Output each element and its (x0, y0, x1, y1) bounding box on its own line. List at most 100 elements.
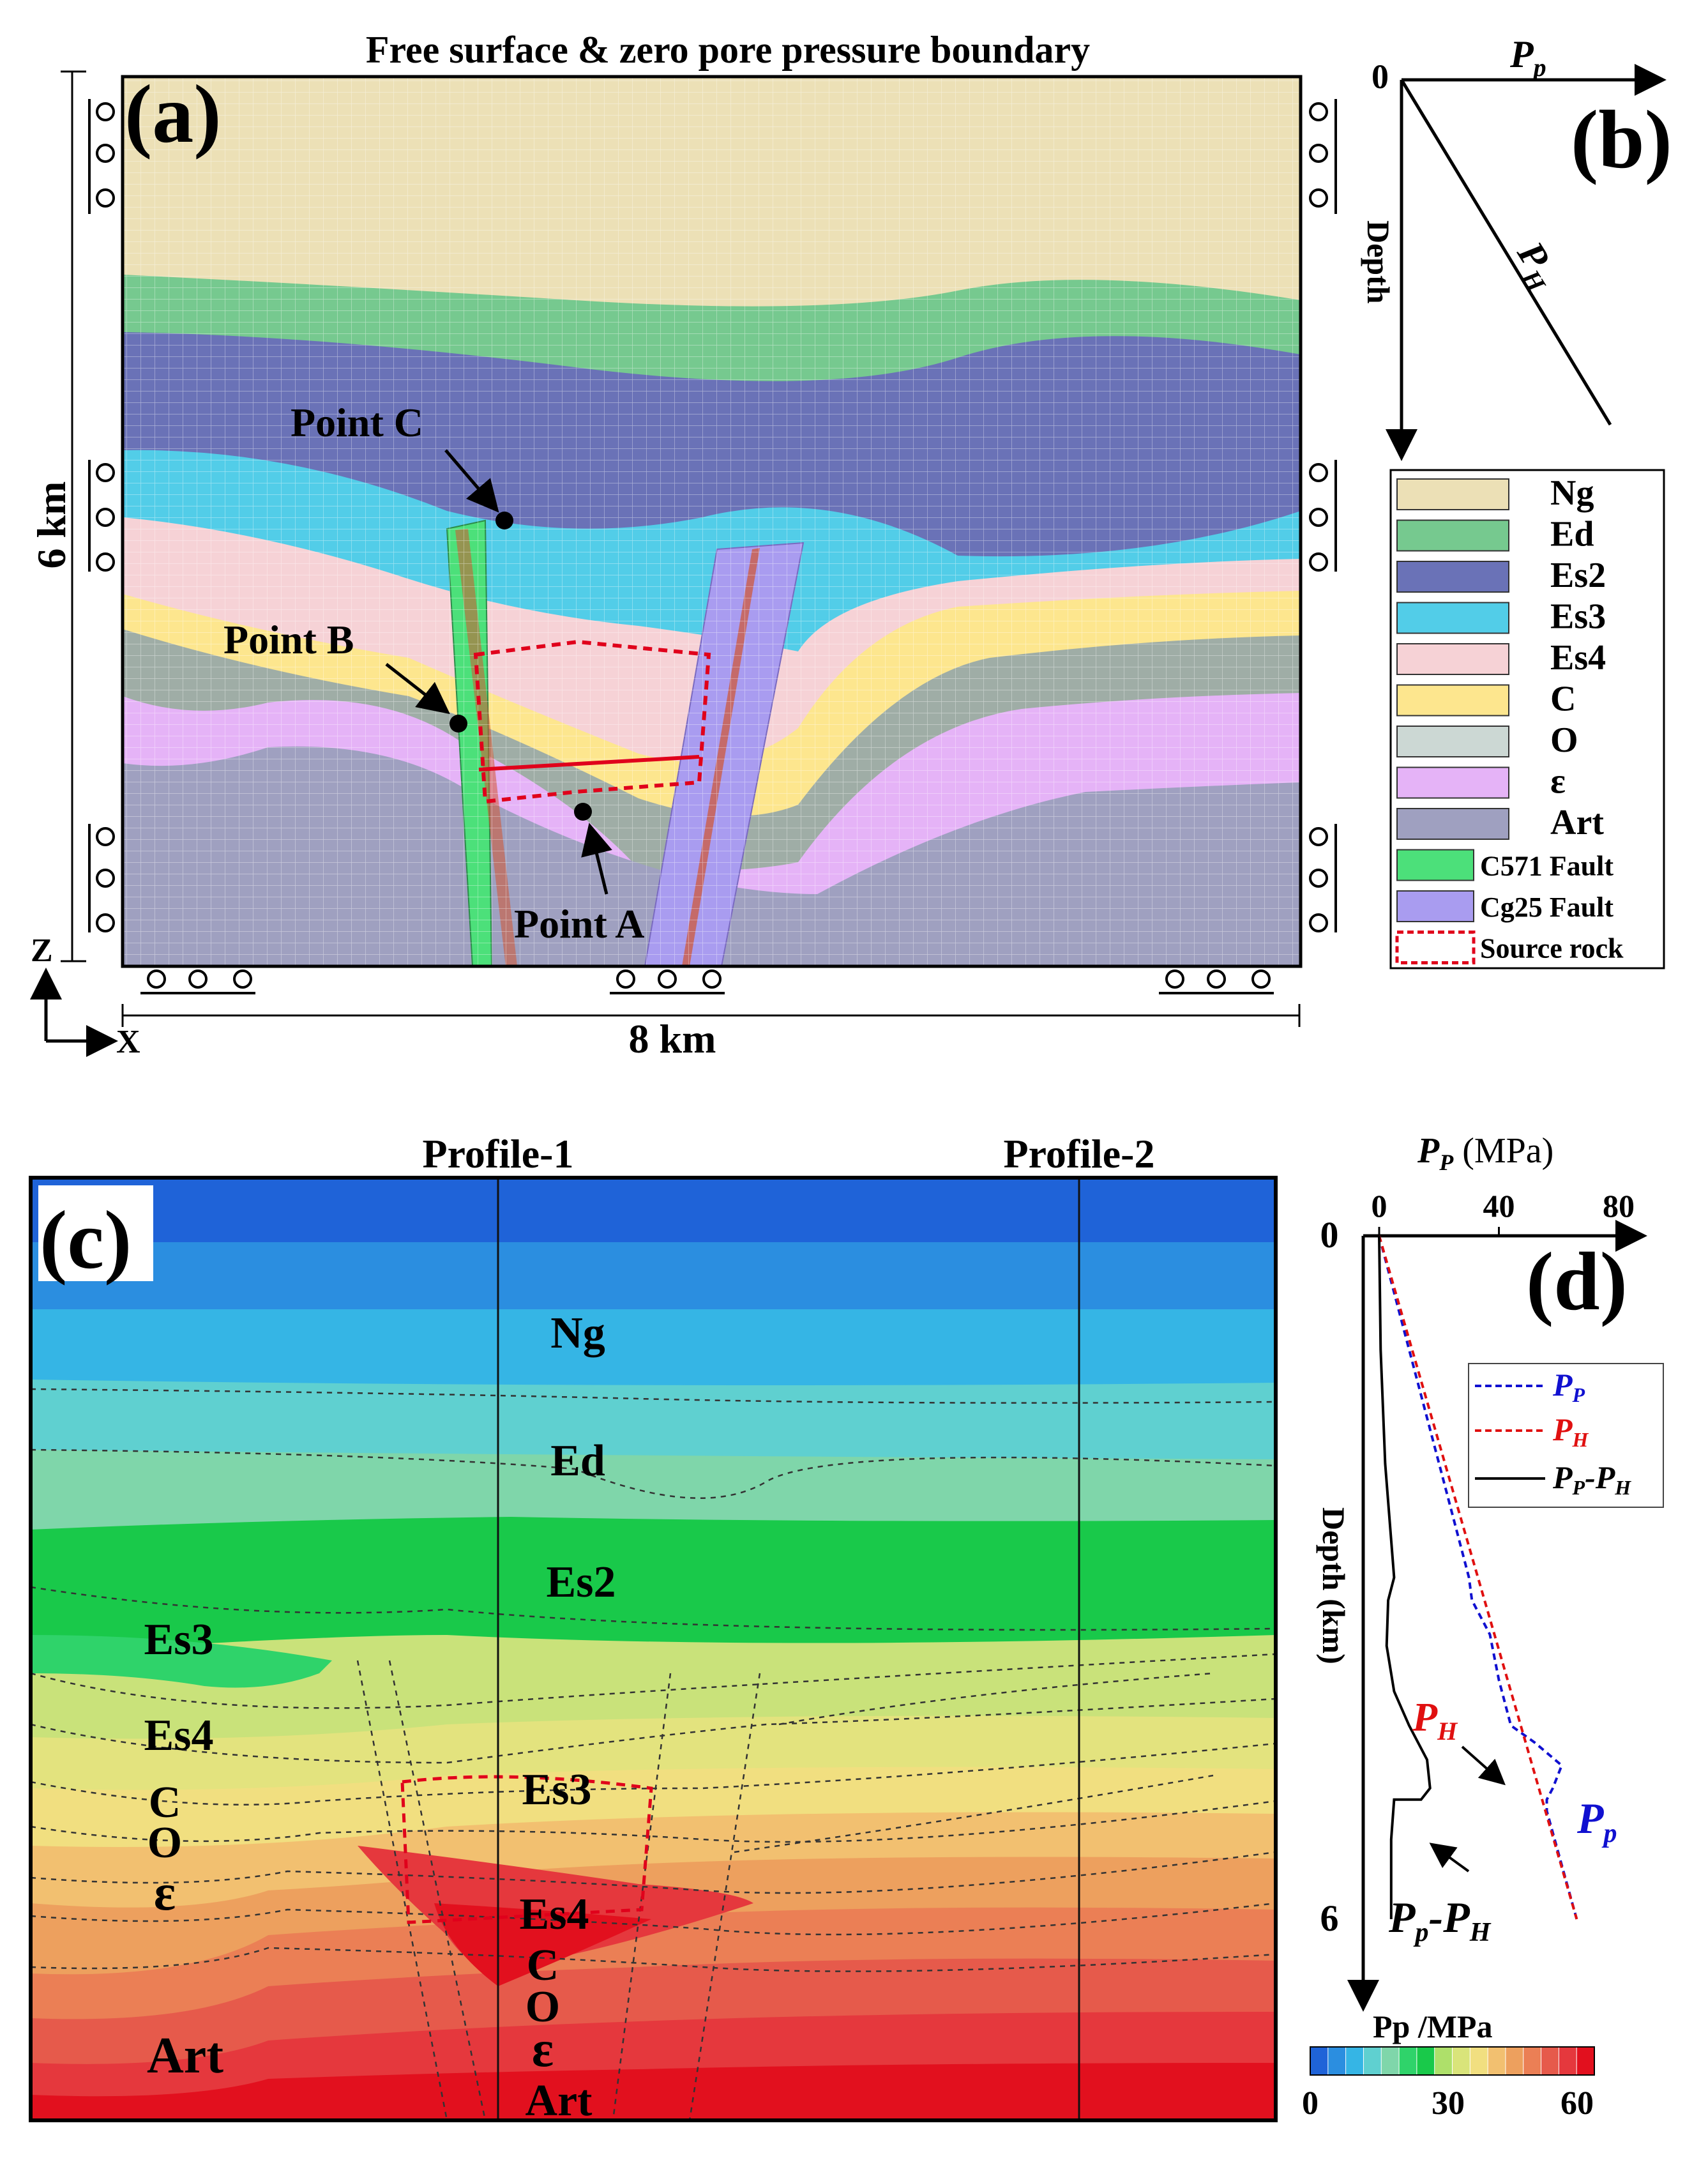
layer-boundaries (31, 1388, 1276, 2120)
source-rock-outline-c (400, 1775, 653, 1924)
c-label-epsilon-left: ε (154, 1865, 176, 1921)
legend-label-2: Es2 (1550, 556, 1606, 595)
legend-swatch-6 (1396, 726, 1509, 757)
annot-ph: PH (1412, 1694, 1458, 1745)
coordinate-axes: Z X (30, 932, 140, 1060)
c-label-es4-left: Es4 (144, 1711, 214, 1760)
colorbar-cell-10 (1487, 2046, 1506, 2076)
colorbar: Pp /MPa 0 30 60 (1302, 2009, 1595, 2122)
colorbar-cell-14 (1558, 2046, 1578, 2076)
colorbar-tick-0: 0 (1302, 2085, 1319, 2122)
panel-b: 0 Pp PH Depth (b) (1361, 33, 1672, 461)
panel-a-tag: (a) (125, 68, 222, 160)
panel-b-pp-label: Pp (1509, 33, 1546, 82)
c-label-ed: Ed (550, 1436, 605, 1486)
legend-ph-label: PH (1552, 1411, 1589, 1451)
point-c-marker (495, 512, 513, 529)
legend-swatch-5 (1396, 684, 1509, 717)
d-ytick-label-1: 6 (1320, 1897, 1339, 1939)
colorbar-cell-1 (1327, 2046, 1347, 2076)
point-b-arrow (385, 663, 450, 715)
colorbar-cells (1310, 2046, 1595, 2076)
band-es3-blob (31, 1635, 332, 1688)
annot-diff: Pp-PH (1388, 1893, 1492, 1947)
pressure-field (31, 1178, 1276, 2120)
legend-frame (1389, 469, 1665, 969)
c-label-o-center: O (525, 1982, 560, 2032)
annot-ph-arrow (1461, 1745, 1506, 1786)
legend-pp-label: PP (1552, 1367, 1585, 1406)
c-label-art-left: Art (147, 2028, 223, 2084)
annot-pp: Pp (1576, 1794, 1617, 1848)
legend-label-7: ε (1550, 762, 1566, 802)
colorbar-cell-4 (1380, 2046, 1400, 2076)
panel-a-top-title: Free surface & zero pore pressure bounda… (366, 29, 1090, 71)
colorbar-cell-3 (1363, 2046, 1382, 2076)
panel-b-tag: (b) (1571, 94, 1672, 186)
height-scale: 6 km (29, 70, 86, 962)
panel-d-legend: PP PH PP-PH (1468, 1363, 1664, 1508)
c-label-art-center: Art (525, 2076, 593, 2125)
panel-d-tag: (d) (1526, 1236, 1628, 1328)
legend-label-11: Source rock (1480, 933, 1624, 964)
panel-b-depth-label: Depth (1361, 220, 1396, 304)
legend-swatch-7 (1396, 766, 1509, 799)
width-label: 8 km (629, 1016, 716, 1061)
panel-b-ph-line (1400, 79, 1612, 426)
legend-swatch-11 (1395, 931, 1476, 964)
colorbar-cell-8 (1452, 2046, 1471, 2076)
d-series-1 (1378, 1235, 1578, 1920)
colorbar-cell-6 (1416, 2046, 1435, 2076)
c-label-epsilon-center: ε (532, 2021, 554, 2078)
colorbar-cell-5 (1398, 2046, 1417, 2076)
point-a-label: Point A (514, 901, 644, 946)
panel-c: Profile-1 Profile-2 (29, 1131, 1278, 2125)
legend-label-0: Ng (1550, 473, 1594, 513)
colorbar-cell-9 (1469, 2046, 1489, 2076)
mesh-overlay (123, 77, 1301, 966)
legend-swatch-10 (1396, 890, 1474, 922)
panel-c-tag-box (38, 1185, 153, 1281)
legend-swatch-4 (1396, 643, 1509, 675)
point-b-label: Point B (223, 617, 354, 662)
colorbar-cell-12 (1523, 2046, 1542, 2076)
point-a-arrow (581, 823, 612, 895)
c-label-es4-center: Es4 (520, 1890, 589, 1939)
point-c-arrow (444, 449, 499, 513)
legend-label-10: Cg25 Fault (1480, 892, 1614, 923)
d-xtick-label-0: 0 (1372, 1188, 1387, 1224)
legend-swatch-3 (1396, 602, 1509, 634)
panel-d-legend-frame (1468, 1363, 1664, 1508)
axis-x-label: X (116, 1024, 140, 1060)
point-a-marker (574, 803, 592, 821)
profile-2-label: Profile-2 (1004, 1131, 1155, 1176)
c-label-o-left: O (147, 1818, 182, 1867)
geologic-model (123, 77, 1301, 966)
legend-label-8: Art (1550, 803, 1604, 842)
panel-c-labels: Ng Ed Es2 Es3 Es4 C O ε Art Es3 Es4 C O … (144, 1309, 616, 2125)
colorbar-cell-7 (1434, 2046, 1453, 2076)
panel-d-series (1378, 1235, 1578, 1920)
colorbar-cell-13 (1541, 2046, 1560, 2076)
legend-swatch-2 (1396, 561, 1509, 593)
c-label-c-left: C (149, 1778, 181, 1827)
panel-d-xlabel: PP (MPa) (1417, 1131, 1553, 1175)
colorbar-frame (1310, 2046, 1595, 2076)
c-label-ng: Ng (550, 1309, 605, 1358)
colorbar-cell-15 (1576, 2046, 1595, 2076)
colorbar-cell-11 (1505, 2046, 1524, 2076)
colorbar-cell-0 (1310, 2046, 1329, 2076)
legend-swatch-1 (1396, 519, 1509, 552)
band-14 (31, 2063, 1276, 2120)
panel-b-origin: 0 (1372, 57, 1389, 96)
legend-swatch-0 (1396, 478, 1509, 510)
legend-label-4: Es4 (1550, 638, 1606, 678)
roller-supports (88, 99, 1337, 994)
legend-label-1: Ed (1550, 515, 1594, 554)
annot-diff-arrow (1429, 1843, 1470, 1873)
point-c-label: Point C (291, 400, 423, 445)
legend-swatch-9 (1396, 849, 1474, 881)
point-b-marker (450, 715, 467, 733)
